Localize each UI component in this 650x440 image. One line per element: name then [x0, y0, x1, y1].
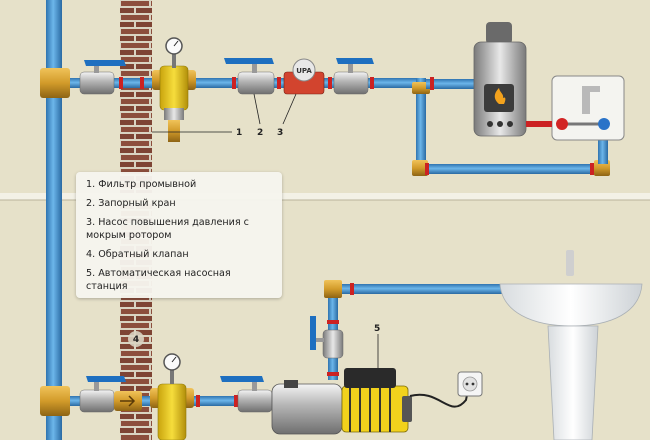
mixer-riser-pipe	[598, 130, 608, 164]
wall-mixer	[551, 75, 625, 141]
automatic-pump-station	[271, 368, 412, 435]
upper-valve-right	[333, 58, 374, 95]
upper-valve-shutoff	[224, 58, 275, 95]
lower-tee-fitting	[40, 386, 70, 416]
fitting-band	[234, 395, 238, 407]
heater-feed-pipe	[426, 79, 474, 89]
upper-tee-fitting	[40, 68, 70, 98]
floor-slab	[0, 193, 650, 200]
fitting-band	[327, 372, 339, 376]
brick-wall-upper	[120, 0, 152, 193]
legend-item-check-valve: 4. Обратный клапан	[86, 249, 189, 260]
fitting-band	[370, 77, 374, 89]
fitting-band	[328, 77, 332, 89]
main-riser-pipe	[46, 0, 62, 440]
hot-tap-icon	[556, 118, 568, 130]
fitting-band	[196, 395, 200, 407]
basin-faucet	[566, 250, 574, 276]
elbow-fitting	[412, 82, 430, 94]
legend-item-booster-pump: 3. Насос повышения давления с мокрым рот…	[86, 217, 249, 241]
check-valve	[114, 391, 142, 411]
callout-5: 5	[374, 324, 380, 368]
legend-item-filter: 1. Фильтр промывной	[86, 179, 197, 190]
fitting-band	[430, 77, 434, 90]
fitting-band	[425, 163, 429, 175]
elbow-fitting	[412, 160, 428, 176]
callout-1: 1	[152, 128, 242, 138]
flow-arrow-icon	[120, 395, 136, 407]
knob-icon	[487, 121, 493, 127]
callout-4: 4	[128, 331, 144, 347]
power-cable	[409, 389, 469, 408]
fitting-band	[327, 320, 339, 324]
flame-icon	[494, 88, 506, 104]
legend-item-shutoff-valve: 2. Запорный кран	[86, 198, 176, 209]
knob-icon	[497, 121, 503, 127]
power-socket	[457, 371, 483, 397]
callout-4-label: 4	[133, 335, 139, 345]
fitting-band	[140, 77, 144, 89]
pump-badge: UPA	[296, 67, 312, 75]
sink-supply-pipe	[328, 284, 502, 294]
lower-valve-left	[79, 376, 126, 413]
water-heater	[473, 22, 527, 137]
callout-3-label: 3	[277, 128, 283, 138]
station-riser-valve	[310, 316, 344, 359]
fitting-band	[119, 77, 123, 89]
legend-item-pump-station: 5. Автоматическая насосная станция	[86, 268, 231, 292]
lower-valve-shutoff	[220, 376, 273, 413]
callout-5-label: 5	[374, 324, 380, 334]
upper-drop-pipe	[416, 78, 426, 174]
flush-filter-upper	[152, 37, 196, 142]
basin-pedestal	[547, 325, 599, 440]
callout-2: 2	[253, 93, 263, 138]
callout-2-label: 2	[257, 128, 263, 138]
flush-filter-lower	[150, 353, 194, 440]
return-loop-pipe	[412, 164, 608, 174]
upper-valve-left	[79, 60, 126, 95]
cold-tap-icon	[598, 118, 610, 130]
fitting-band	[232, 77, 236, 89]
fitting-band	[350, 283, 354, 295]
legend-panel: 1. Фильтр промывной 2. Запорный кран 3. …	[76, 172, 282, 298]
knob-icon	[507, 121, 513, 127]
elbow-fitting	[324, 280, 342, 298]
hot-water-pipe	[526, 121, 552, 127]
fitting-band	[277, 77, 281, 89]
booster-pump-wet-rotor: UPA	[283, 58, 325, 95]
wash-basin	[499, 250, 643, 440]
fitting-band	[590, 163, 594, 175]
callout-1-label: 1	[236, 128, 242, 138]
callout-3: 3	[277, 93, 297, 138]
